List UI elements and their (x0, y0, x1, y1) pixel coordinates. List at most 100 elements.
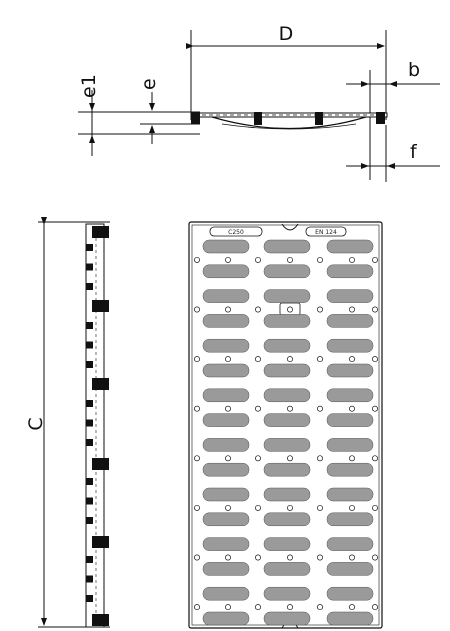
grate-hole (287, 455, 293, 462)
side-bar-small (86, 595, 93, 602)
grate-slots (202, 239, 374, 626)
grate-slot (326, 462, 374, 477)
grate-hole (349, 455, 355, 462)
grate-hole (349, 356, 355, 363)
grate-hole (372, 356, 378, 363)
side-bar-large (92, 614, 109, 626)
grate-hole (287, 504, 293, 511)
grate-hole (349, 306, 355, 313)
grate-slot (326, 413, 374, 427)
plan-view-grate: C250 EN 124 (188, 221, 383, 629)
side-bar-small (86, 283, 93, 290)
grate-hole (255, 256, 261, 263)
side-bar-small (86, 575, 93, 583)
grate-slot (202, 363, 250, 378)
grate-slot (263, 289, 311, 303)
grate-hole (225, 455, 231, 462)
side-bar-small (86, 263, 93, 271)
grate-holes (194, 256, 378, 611)
grate-hole (317, 504, 323, 511)
grate-slot (202, 388, 250, 403)
grate-section-profile (190, 112, 388, 130)
side-bar-small (86, 361, 93, 368)
side-bar-small (86, 419, 93, 427)
standard-badge: EN 124 (305, 226, 347, 237)
dimension-label-e1: e1 (78, 74, 100, 98)
grate-slot (202, 611, 250, 626)
side-bar-small (86, 322, 93, 329)
grate-slot (263, 413, 311, 427)
grate-slot (202, 487, 250, 502)
grate-slot (263, 537, 311, 551)
side-bar-small (86, 556, 93, 563)
grate-slot (202, 438, 250, 452)
grate-hole (317, 306, 323, 313)
grate-slot (202, 239, 250, 254)
grate-hole (225, 306, 231, 313)
side-bar-large (92, 378, 109, 390)
grate-hole (194, 306, 200, 313)
dimension-label-C: C (25, 417, 47, 430)
grate-slot (202, 314, 250, 328)
dimension-label-e: e (138, 78, 160, 90)
grate-hole (287, 256, 293, 263)
grate-slot (202, 338, 250, 353)
grate-hole (194, 554, 200, 561)
grate-slot (202, 512, 250, 527)
grate-slot (202, 537, 250, 551)
grate-slot (263, 239, 311, 254)
grate-hole (372, 405, 378, 412)
grate-slot (326, 586, 374, 601)
grate-slot (326, 438, 374, 452)
class-badge-text: C250 (228, 229, 244, 236)
grate-slot (326, 338, 374, 353)
grate-hole (287, 306, 293, 313)
side-bar-large (92, 300, 109, 312)
standard-badge-text: EN 124 (315, 229, 337, 236)
side-view: C (25, 217, 110, 628)
side-bar-large (92, 536, 109, 548)
grate-hole (317, 256, 323, 263)
grate-hole (372, 306, 378, 313)
grate-hole (255, 455, 261, 462)
dimension-label-D: D (279, 23, 294, 45)
grate-slot (263, 562, 311, 576)
grate-slot (202, 586, 250, 601)
grate-hole (349, 405, 355, 412)
grate-slot (326, 363, 374, 378)
grate-slot (263, 314, 311, 328)
grate-slot (326, 239, 374, 254)
grate-hole (287, 604, 293, 611)
grate-hole (194, 455, 200, 462)
grate-hole (372, 504, 378, 511)
section-view-top: D b f e1 e (78, 23, 440, 182)
grate-hole (255, 405, 261, 412)
side-bar-small (86, 244, 93, 251)
grate-hole (194, 504, 200, 511)
grate-slot (202, 264, 250, 279)
grate-hole (349, 554, 355, 561)
grate-hole (372, 455, 378, 462)
grate-slot (202, 462, 250, 477)
grate-hole (194, 405, 200, 412)
side-bar-large (92, 458, 109, 470)
top-notch (281, 223, 299, 231)
grate-hole (372, 554, 378, 561)
grate-slot (263, 586, 311, 601)
grate-hole (225, 356, 231, 363)
grate-slot (202, 413, 250, 427)
grate-slot (263, 512, 311, 527)
grate-hole (372, 604, 378, 611)
grate-slot (202, 562, 250, 576)
grate-hole (194, 356, 200, 363)
grate-hole (194, 604, 200, 611)
grate-slot (326, 388, 374, 403)
grate-hole (317, 455, 323, 462)
grate-hole (349, 256, 355, 263)
side-bar-small (86, 517, 93, 524)
grate-slot (326, 314, 374, 328)
grate-hole (225, 554, 231, 561)
grate-slot (326, 487, 374, 502)
grate-hole (317, 554, 323, 561)
